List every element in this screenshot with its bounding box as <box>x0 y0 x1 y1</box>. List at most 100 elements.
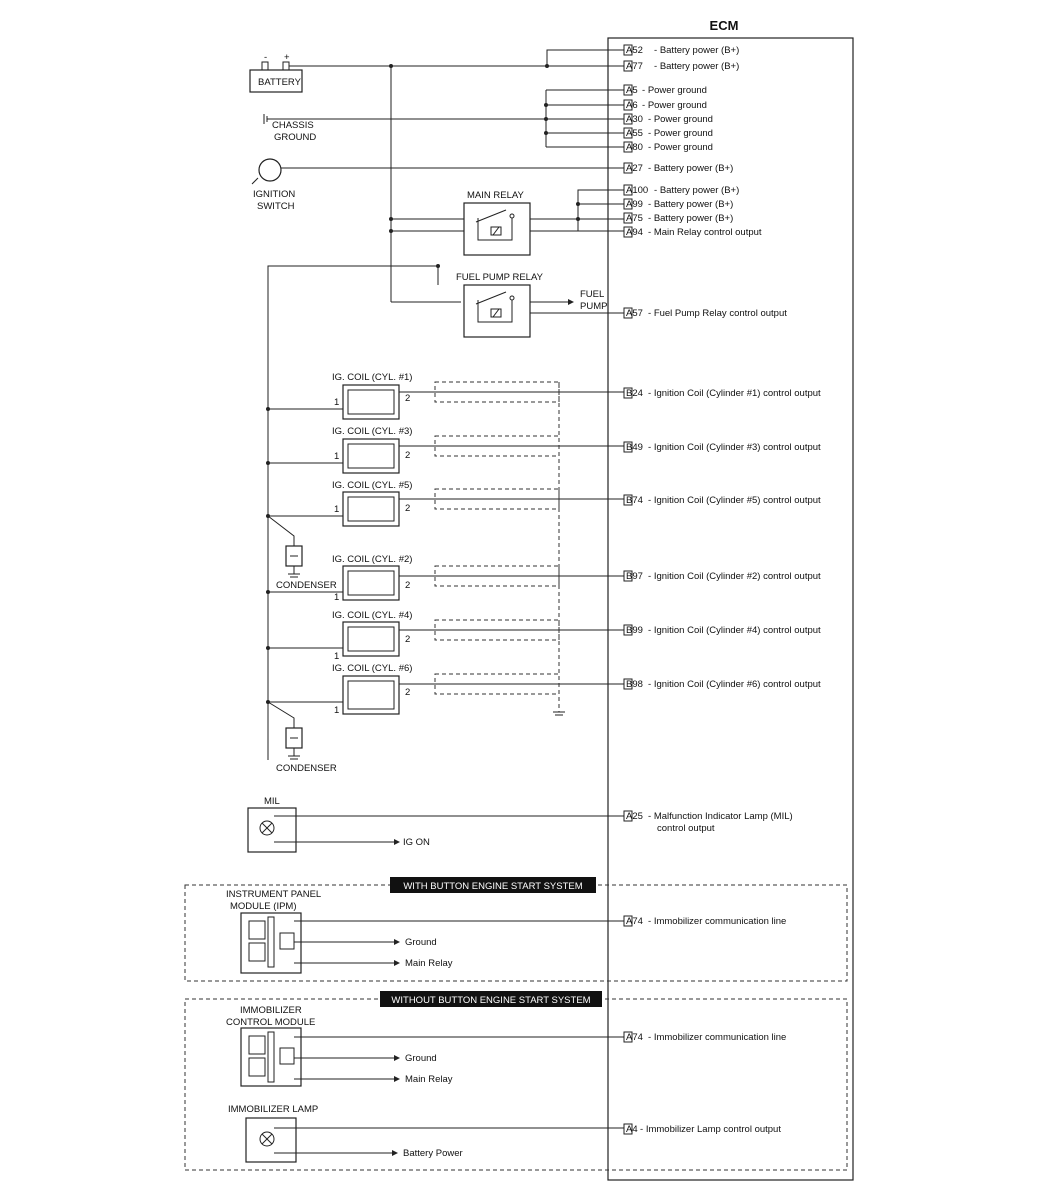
svg-text:INSTRUMENT PANEL: INSTRUMENT PANEL <box>226 889 321 900</box>
svg-text:MIL: MIL <box>264 796 280 807</box>
coil-shields <box>399 381 624 716</box>
svg-text:GROUND: GROUND <box>274 132 316 143</box>
svg-text:MODULE (IPM): MODULE (IPM) <box>230 901 297 912</box>
svg-text:- Immobilizer Lamp control out: - Immobilizer Lamp control output <box>640 1124 781 1135</box>
svg-text:A99: A99 <box>626 199 643 210</box>
main-relay: MAIN RELAY <box>463 190 531 256</box>
svg-text:1: 1 <box>334 451 339 462</box>
svg-text:2: 2 <box>405 503 410 514</box>
svg-text:- Battery power (B+): - Battery power (B+) <box>654 45 739 56</box>
svg-text:A55: A55 <box>626 128 643 139</box>
svg-text:B24: B24 <box>626 388 643 399</box>
banner-with-button <box>390 877 596 893</box>
svg-text:control output: control output <box>657 823 715 834</box>
svg-text:- Power ground: - Power ground <box>648 142 713 153</box>
immo-main-relay-label: Main Relay <box>405 1074 453 1085</box>
svg-text:2: 2 <box>405 450 410 461</box>
svg-text:CONTROL MODULE: CONTROL MODULE <box>226 1017 315 1028</box>
ig-coil-cyl6: IG. COIL (CYL. #6) 1 2 <box>332 663 412 716</box>
svg-text:B49: B49 <box>626 442 643 453</box>
svg-text:- Fuel Pump Relay control outp: - Fuel Pump Relay control output <box>648 308 787 319</box>
ecm-pin-b97: B97 - Ignition Coil (Cylinder #2) control… <box>623 570 821 582</box>
ecm-pin-a52: A52 - Battery power (B+) <box>623 44 739 56</box>
svg-text:WITHOUT BUTTON ENGINE START SY: WITHOUT BUTTON ENGINE START SYSTEM <box>391 995 590 1006</box>
svg-text:A100: A100 <box>626 185 648 196</box>
svg-text:B97: B97 <box>626 571 643 582</box>
svg-text:- Power ground: - Power ground <box>648 114 713 125</box>
ecm-pin-a80: A80- Power ground <box>623 141 713 153</box>
svg-text:IMMOBILIZER LAMP: IMMOBILIZER LAMP <box>228 1104 318 1115</box>
ecm-pin-a27: A27- Battery power (B+) <box>623 162 733 174</box>
ecm-box <box>607 37 854 1181</box>
ecm-pin-a5: A5- Power ground <box>623 84 707 96</box>
svg-text:- Immobilizer communication li: - Immobilizer communication line <box>648 1032 786 1043</box>
chassis-ground: CHASSIS GROUND <box>263 114 316 143</box>
ecm-title: ECM <box>710 18 739 33</box>
svg-text:CHASSIS: CHASSIS <box>272 120 314 131</box>
mil: MIL <box>247 796 297 853</box>
svg-text:IG. COIL (CYL. #3): IG. COIL (CYL. #3) <box>332 426 412 437</box>
fuel-pump-label: FUEL <box>580 289 604 300</box>
ecm-pin-a74-ipm: A74 - Immobilizer communication line <box>623 915 786 927</box>
ecm-pin-a94: A94- Main Relay control output <box>623 226 762 238</box>
svg-text:2: 2 <box>405 687 410 698</box>
svg-text:A74: A74 <box>626 1032 643 1043</box>
svg-text:- Ignition Coil (Cylinder #1): - Ignition Coil (Cylinder #1) control ou… <box>648 388 821 399</box>
svg-text:- Malfunction Indicator Lamp (: - Malfunction Indicator Lamp (MIL) <box>648 811 793 822</box>
ecm-pin-a4: A4- Immobilizer Lamp control output <box>623 1123 781 1135</box>
immo-ground-label: Ground <box>405 1053 437 1064</box>
svg-text:IG. COIL (CYL. #5): IG. COIL (CYL. #5) <box>332 480 412 491</box>
ecm-pin-b24: B24 - Ignition Coil (Cylinder #1) control… <box>623 387 821 399</box>
ecm-pin-a74-immo: A74 - Immobilizer communication line <box>623 1031 786 1043</box>
svg-text:- Ignition Coil (Cylinder #2): - Ignition Coil (Cylinder #2) control ou… <box>648 571 821 582</box>
svg-text:1: 1 <box>334 705 339 716</box>
ig-coil-cyl4: IG. COIL (CYL. #4) 1 2 <box>332 610 412 662</box>
svg-text:- Ignition Coil (Cylinder #3): - Ignition Coil (Cylinder #3) control ou… <box>648 442 821 453</box>
svg-text:-: - <box>264 52 267 63</box>
svg-text:A75: A75 <box>626 213 643 224</box>
svg-text:- Main Relay control output: - Main Relay control output <box>648 227 762 238</box>
svg-text:BATTERY: BATTERY <box>258 77 302 88</box>
immobilizer-lamp: IMMOBILIZER LAMP <box>228 1104 318 1163</box>
ecm-pin-a99: A99 - Battery power (B+) <box>623 198 733 210</box>
svg-text:B98: B98 <box>626 679 643 690</box>
svg-text:+: + <box>284 52 290 63</box>
svg-text:IG. COIL (CYL. #6): IG. COIL (CYL. #6) <box>332 663 412 674</box>
instrument-panel-module: INSTRUMENT PANEL MODULE (IPM) <box>226 889 321 974</box>
svg-text:IG. COIL (CYL. #2): IG. COIL (CYL. #2) <box>332 554 412 565</box>
ecm-pin-b74: B74 - Ignition Coil (Cylinder #5) control… <box>623 494 821 506</box>
ignition-switch: IGNITION SWITCH <box>251 158 295 212</box>
svg-text:1: 1 <box>334 504 339 515</box>
svg-text:- Ignition Coil (Cylinder #5): - Ignition Coil (Cylinder #5) control ou… <box>648 495 821 506</box>
svg-text:- Power ground: - Power ground <box>648 128 713 139</box>
svg-text:- Immobilizer communication li: - Immobilizer communication line <box>648 916 786 927</box>
ecm-pin-a55: A55 - Power ground <box>623 127 713 139</box>
svg-text:- Battery power (B+): - Battery power (B+) <box>648 213 733 224</box>
svg-text:A6: A6 <box>626 100 638 111</box>
condenser-2: CONDENSER <box>267 701 337 774</box>
svg-text:2: 2 <box>405 580 410 591</box>
svg-text:- Battery power (B+): - Battery power (B+) <box>648 199 733 210</box>
svg-text:2: 2 <box>405 393 410 404</box>
svg-text:B74: B74 <box>626 495 643 506</box>
svg-text:IG. COIL (CYL. #4): IG. COIL (CYL. #4) <box>332 610 412 621</box>
svg-text:A74: A74 <box>626 916 643 927</box>
ecm-pin-a30: A30 - Power ground <box>623 113 713 125</box>
ecm-pin-a100: A100- Battery power (B+) <box>623 184 739 196</box>
ig-coil-cyl1: IG. COIL (CYL. #1) 1 2 <box>332 372 412 420</box>
ecm-pin-a57: A57 - Fuel Pump Relay control output <box>623 307 787 319</box>
ecm-pin-b49: B49 - Ignition Coil (Cylinder #3) control… <box>623 441 821 453</box>
svg-text:IMMOBILIZER: IMMOBILIZER <box>240 1005 302 1016</box>
svg-text:- Ignition Coil (Cylinder #6): - Ignition Coil (Cylinder #6) control ou… <box>648 679 821 690</box>
svg-text:A57: A57 <box>626 308 643 319</box>
svg-text:IG. COIL (CYL. #1): IG. COIL (CYL. #1) <box>332 372 412 383</box>
svg-text:A27: A27 <box>626 163 643 174</box>
svg-text:MAIN RELAY: MAIN RELAY <box>467 190 525 201</box>
svg-text:CONDENSER: CONDENSER <box>276 763 337 774</box>
svg-text:A4: A4 <box>626 1124 638 1135</box>
svg-text:A77: A77 <box>626 61 643 72</box>
svg-text:A30: A30 <box>626 114 643 125</box>
svg-text:1: 1 <box>334 651 339 662</box>
svg-text:A52: A52 <box>626 45 643 56</box>
